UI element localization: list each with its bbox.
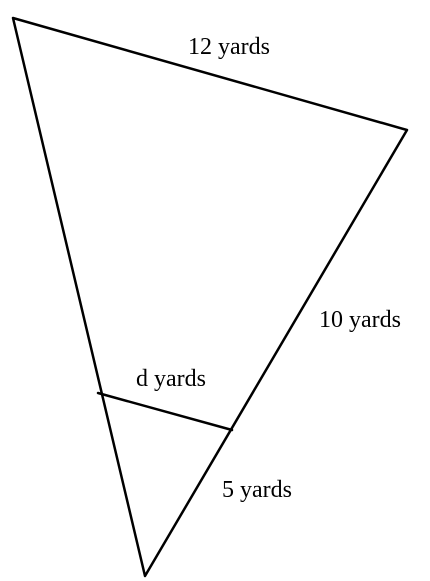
parallel-segment-d [96, 391, 234, 432]
label-inner-segment: d yards [136, 366, 206, 392]
outer-triangle [11, 16, 409, 578]
label-right-upper: 10 yards [319, 307, 401, 333]
label-top-side: 12 yards [188, 34, 270, 60]
label-right-lower: 5 yards [222, 477, 292, 503]
